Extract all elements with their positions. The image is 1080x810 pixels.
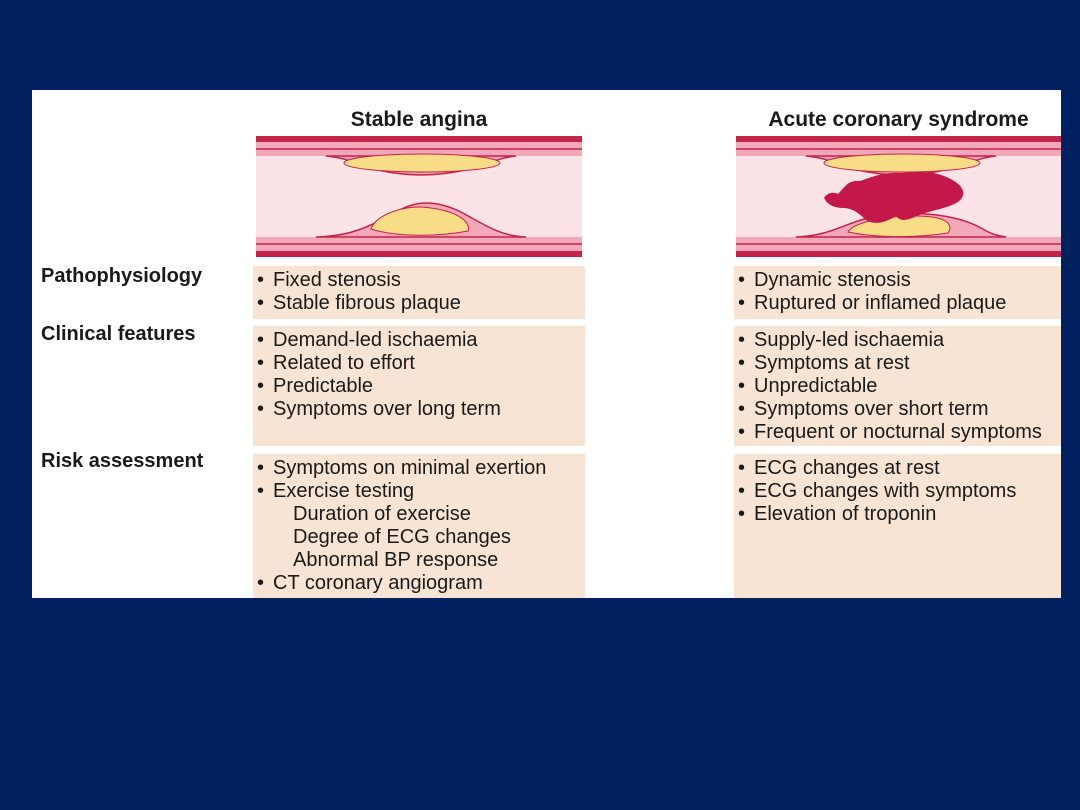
acs-heading: Acute coronary syndrome xyxy=(768,108,1029,131)
stable-pathophysiology-cell: Fixed stenosis Stable fibrous plaque xyxy=(253,266,585,319)
sub-item: Duration of exercise xyxy=(293,503,471,525)
bullet-item: Related to effort xyxy=(257,352,585,375)
vessel-wall-bottom xyxy=(736,251,1061,257)
comparison-panel: Stable angina Acute coronary syndrome Pa… xyxy=(32,90,1061,598)
acs-clinical-features-cell: Supply-led ischaemia Symptoms at rest Un… xyxy=(734,326,1061,446)
bullet-item: Supply-led ischaemia xyxy=(738,329,1061,352)
bullet-item: CT coronary angiogram xyxy=(257,572,585,595)
bullet-item: ECG changes at rest xyxy=(738,457,1061,480)
vessel-wall-top xyxy=(736,136,1061,142)
bottom-plaque-core xyxy=(370,206,469,236)
bullet-item: ECG changes with symptoms xyxy=(738,480,1061,503)
bullet-item: Symptoms over long term xyxy=(257,398,585,421)
bullet-item: Demand-led ischaemia xyxy=(257,329,585,352)
bullet-item: Dynamic stenosis xyxy=(738,269,1061,292)
bullet-item: Ruptured or inflamed plaque xyxy=(738,292,1061,315)
bullet-item: Fixed stenosis xyxy=(257,269,585,292)
top-plaque-core xyxy=(343,153,501,173)
top-plaque-core xyxy=(823,153,981,173)
thrombus-shape xyxy=(824,171,964,223)
bullet-item: Symptoms on minimal exertion xyxy=(257,457,585,480)
bullet-item: Predictable xyxy=(257,375,585,398)
sub-item: Degree of ECG changes xyxy=(293,526,511,548)
bullet-item: Unpredictable xyxy=(738,375,1061,398)
bullet-item: Symptoms over short term xyxy=(738,398,1061,421)
stable-angina-heading: Stable angina xyxy=(350,108,488,131)
acs-pathophysiology-cell: Dynamic stenosis Ruptured or inflamed pl… xyxy=(734,266,1061,319)
stable-risk-assessment-cell: Symptoms on minimal exertion Exercise te… xyxy=(253,454,585,598)
row-label-risk-assessment: Risk assessment xyxy=(41,450,204,472)
bullet-item: Stable fibrous plaque xyxy=(257,292,585,315)
bullet-item: Exercise testing xyxy=(257,480,585,503)
acs-risk-assessment-cell: ECG changes at rest ECG changes with sym… xyxy=(734,454,1061,598)
row-label-pathophysiology: Pathophysiology xyxy=(41,265,203,287)
stable-plaque-artery-illustration xyxy=(256,136,582,257)
vessel-wall-bottom xyxy=(256,251,582,257)
row-label-clinical-features: Clinical features xyxy=(41,323,196,345)
bullet-item: Frequent or nocturnal symptoms xyxy=(738,421,1061,444)
sub-item: Abnormal BP response xyxy=(293,549,499,571)
vessel-wall-top xyxy=(256,136,582,142)
stable-clinical-features-cell: Demand-led ischaemia Related to effort P… xyxy=(253,326,585,446)
bullet-item: Symptoms at rest xyxy=(738,352,1061,375)
ruptured-plaque-artery-illustration xyxy=(736,136,1061,257)
bullet-item: Elevation of troponin xyxy=(738,503,1061,526)
